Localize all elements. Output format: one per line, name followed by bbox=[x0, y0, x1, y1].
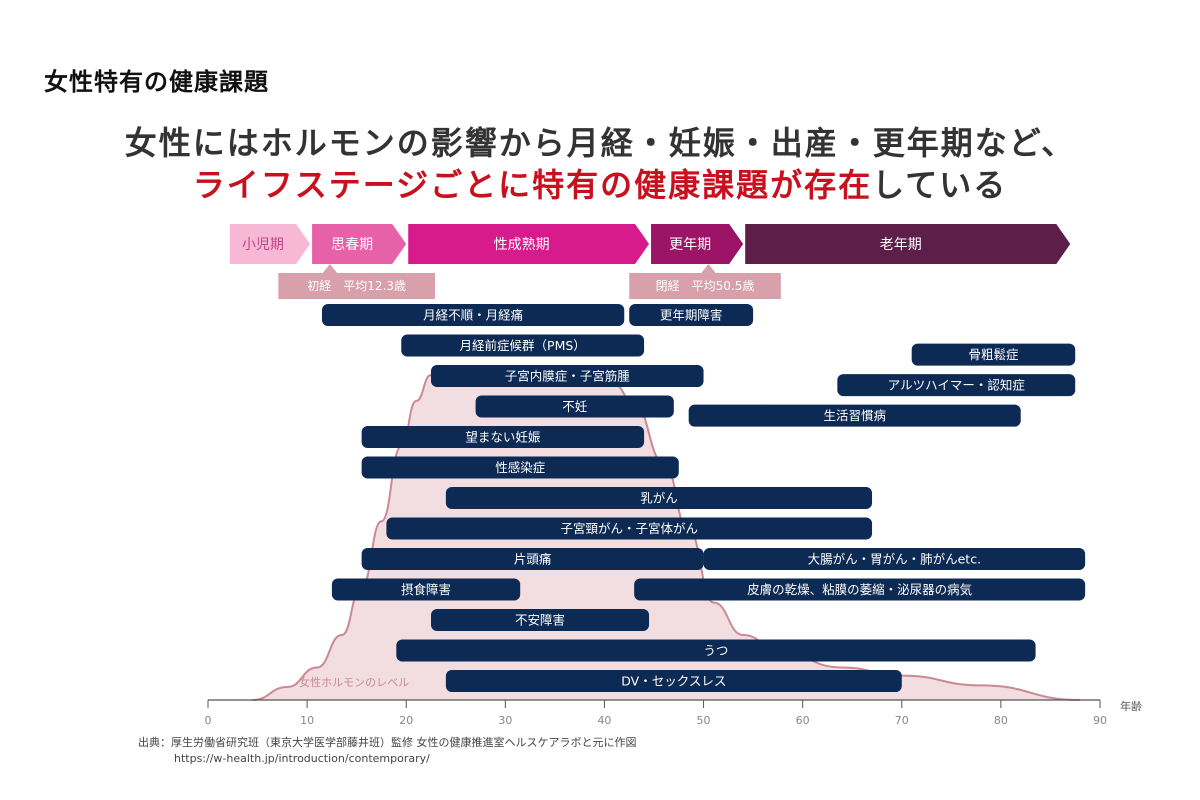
condition-bar bbox=[386, 517, 873, 540]
condition-label: 大腸がん・胃がん・肺がんetc. bbox=[808, 552, 981, 567]
x-tick-label: 10 bbox=[300, 714, 314, 727]
condition-label: 月経前症候群（PMS） bbox=[460, 338, 586, 353]
condition-label: アルツハイマー・認知症 bbox=[888, 378, 1025, 393]
x-tick-label: 30 bbox=[498, 714, 512, 727]
condition-label: 子宮内膜症・子宮筋腫 bbox=[505, 369, 631, 384]
source-note: 出典：厚生労働省研究班（東京大学医学部藤井班）監修 女性の健康推進室ヘルスケアラ… bbox=[138, 735, 637, 767]
condition-bar bbox=[331, 578, 521, 601]
life-stage-label: 性成熟期 bbox=[494, 237, 550, 253]
condition-label: 摂食障害 bbox=[401, 582, 451, 597]
x-tick-label: 80 bbox=[994, 714, 1008, 727]
life-stage-label: 思春期 bbox=[331, 237, 373, 253]
condition-bar bbox=[431, 365, 704, 387]
life-stage-label: 老年期 bbox=[880, 237, 922, 253]
condition-bar bbox=[361, 426, 645, 448]
x-tick-label: 90 bbox=[1093, 714, 1107, 727]
condition-bar bbox=[911, 343, 1076, 366]
condition-label: 片頭痛 bbox=[514, 552, 552, 567]
hormone-curve-label: 女性ホルモンのレベル bbox=[299, 675, 409, 689]
headline-line-2-rest: している bbox=[872, 166, 1008, 204]
life-stage-arrow bbox=[229, 224, 311, 264]
marker-box bbox=[629, 273, 781, 299]
life-stage-arrow bbox=[408, 224, 650, 264]
condition-label: 子宮頸がん・子宮体がん bbox=[560, 521, 698, 536]
condition-bar bbox=[445, 487, 873, 509]
condition-bar bbox=[396, 639, 1036, 662]
x-tick-label: 50 bbox=[697, 714, 711, 727]
condition-label: 骨粗鬆症 bbox=[968, 347, 1018, 362]
condition-label: 生活習慣病 bbox=[823, 408, 886, 423]
marker-label: 閉経 平均50.5歳 bbox=[656, 279, 755, 293]
source-citation: 出典：厚生労働省研究班（東京大学医学部藤井班）監修 女性の健康推進室ヘルスケアラ… bbox=[138, 736, 637, 749]
life-stage-arrow bbox=[651, 224, 744, 264]
x-tick-label: 40 bbox=[597, 714, 611, 727]
condition-bar bbox=[837, 374, 1076, 397]
condition-bar bbox=[634, 578, 1086, 601]
condition-label: 乳がん bbox=[640, 491, 678, 506]
condition-label: 月経不順・月経痛 bbox=[423, 308, 523, 323]
x-axis-label: 年齢 bbox=[1120, 699, 1142, 713]
condition-label: 不安障害 bbox=[515, 613, 565, 628]
condition-label: 望まない妊娠 bbox=[465, 430, 541, 445]
life-stage-arrow bbox=[312, 224, 407, 264]
condition-bar bbox=[475, 395, 674, 418]
condition-bar bbox=[401, 334, 645, 357]
life-stage-arrow bbox=[745, 224, 1071, 264]
x-tick-label: 70 bbox=[895, 714, 909, 727]
life-stage-label: 更年期 bbox=[669, 237, 711, 253]
condition-label: 性感染症 bbox=[495, 460, 545, 475]
condition-bar bbox=[629, 304, 754, 326]
life-stage-label: 小児期 bbox=[242, 237, 284, 253]
headline-line-2: ライフステージごとに特有の健康課題が存在している bbox=[0, 160, 1200, 206]
condition-label: 不妊 bbox=[562, 399, 588, 414]
page-title: 女性特有の健康課題 bbox=[44, 68, 269, 96]
condition-label: 皮膚の乾燥、粘膜の萎縮・泌尿器の病気 bbox=[747, 582, 972, 597]
condition-label: DV・セックスレス bbox=[621, 674, 726, 689]
headline-highlight: ライフステージごとに特有の健康課題が存在 bbox=[192, 166, 873, 204]
headline-line-1: 女性にはホルモンの影響から月経・妊娠・出産・更年期など、 bbox=[124, 124, 1076, 162]
marker-pointer bbox=[700, 264, 717, 274]
x-tick-label: 0 bbox=[205, 714, 212, 727]
x-tick-label: 60 bbox=[796, 714, 810, 727]
marker-box bbox=[278, 273, 435, 299]
condition-bar bbox=[361, 548, 704, 570]
source-url: https://w-health.jp/introduction/contemp… bbox=[174, 752, 430, 765]
condition-label: 更年期障害 bbox=[660, 308, 723, 323]
condition-bar bbox=[688, 404, 1021, 427]
condition-bar bbox=[703, 548, 1086, 570]
x-tick-label: 20 bbox=[399, 714, 413, 727]
condition-bar bbox=[321, 304, 625, 326]
marker-label: 初経 平均12.3歳 bbox=[307, 279, 406, 293]
condition-bar bbox=[445, 670, 902, 692]
condition-bar bbox=[431, 609, 650, 631]
condition-label: うつ bbox=[703, 643, 728, 658]
condition-bar bbox=[361, 456, 679, 479]
marker-pointer bbox=[321, 264, 338, 274]
